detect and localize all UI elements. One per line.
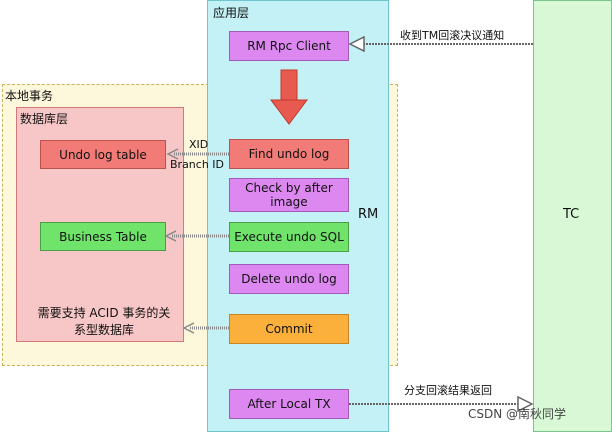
find-undo-log-box: Find undo log	[229, 139, 349, 169]
tm-notice-label: 收到TM回滚决议通知	[400, 29, 505, 42]
flow-down-arrow	[270, 69, 308, 125]
branch-rollback-result-arrow	[349, 395, 534, 413]
application-layer-label: 应用层	[213, 6, 250, 20]
tm-notice-arrow	[348, 35, 533, 53]
branch-rollback-result-label: 分支回滚结果返回	[404, 384, 492, 397]
application-layer-region	[207, 0, 389, 432]
local-transaction-label: 本地事务	[5, 89, 54, 103]
execute-undo-sql-arrow	[164, 230, 229, 242]
check-by-after-image-box: Check by after image	[229, 178, 349, 212]
execute-undo-sql-box: Execute undo SQL	[229, 222, 349, 252]
rm-rpc-client-box: RM Rpc Client	[229, 31, 349, 61]
delete-undo-log-box: Delete undo log	[229, 264, 349, 294]
find-undo-log-arrow	[166, 148, 229, 160]
business-table-box: Business Table	[40, 222, 166, 251]
branch-id-label: Branch ID	[170, 158, 225, 171]
watermark-text: CSDN @南秋同学	[468, 407, 567, 421]
tc-label: TC	[563, 207, 580, 222]
undo-log-table-box: Undo log table	[40, 140, 166, 169]
xid-label: XID	[189, 138, 209, 151]
commit-box: Commit	[229, 314, 349, 344]
rm-label: RM	[358, 207, 379, 222]
database-layer-label: 数据库层	[20, 112, 69, 126]
commit-arrow	[182, 322, 229, 334]
database-note: 需要支持 ACID 事务的关系型数据库	[37, 306, 171, 337]
after-local-tx-box: After Local TX	[229, 389, 349, 419]
